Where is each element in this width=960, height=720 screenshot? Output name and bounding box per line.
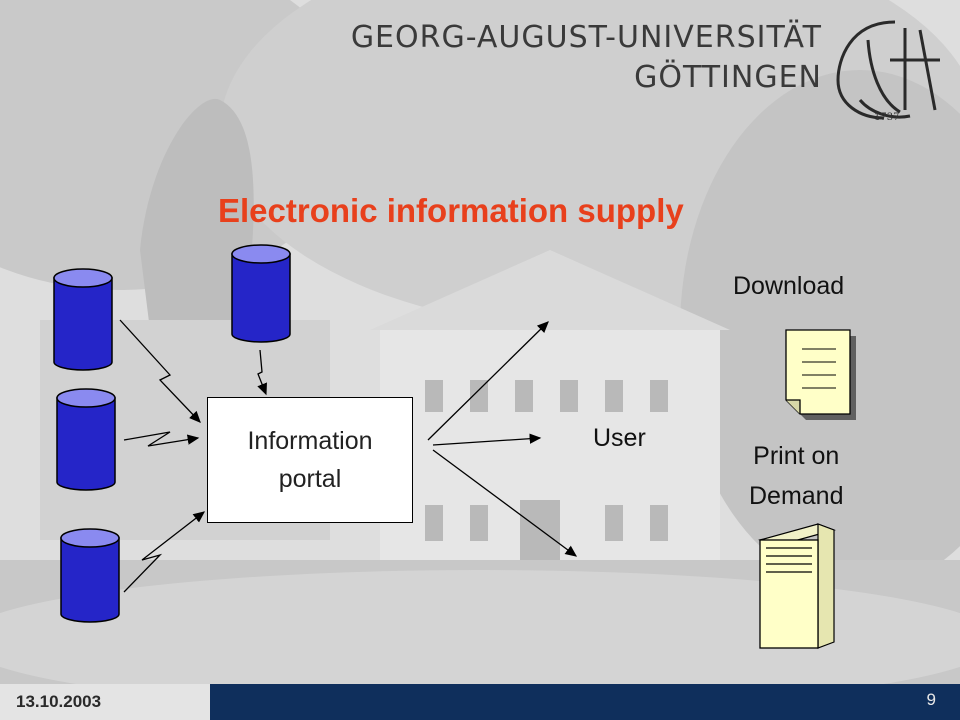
portal-label-line2: portal bbox=[278, 465, 342, 493]
pod-label-line2: Demand bbox=[749, 482, 844, 510]
page-number: 9 bbox=[926, 690, 936, 709]
database-icon-2 bbox=[231, 244, 291, 343]
seal-year-text: 1737 bbox=[874, 112, 899, 123]
information-portal-box: Information portal bbox=[207, 397, 413, 523]
footer-bar: 9 bbox=[210, 684, 960, 720]
slide-title: Electronic information supply bbox=[218, 192, 684, 229]
database-icon-3 bbox=[56, 388, 116, 491]
arrow-db2-to-portal bbox=[257, 349, 267, 396]
printer-icon bbox=[758, 523, 836, 649]
pod-label-line1: Print on bbox=[753, 442, 840, 470]
footer-date: 13.10.2003 bbox=[0, 684, 210, 720]
university-name-line2: GÖTTINGEN bbox=[634, 60, 822, 95]
arrow-portal-to-print bbox=[432, 449, 578, 557]
arrow-db3-to-portal bbox=[123, 431, 200, 447]
document-icon bbox=[785, 329, 856, 420]
university-name-line1: GEORG-AUGUST-UNIVERSITÄT bbox=[350, 20, 822, 55]
portal-label-line1: Information bbox=[247, 427, 373, 455]
database-icon-1 bbox=[53, 268, 113, 371]
arrow-portal-to-download bbox=[427, 321, 549, 441]
arrow-db1-to-portal bbox=[119, 319, 201, 423]
arrow-db4-to-portal bbox=[123, 511, 206, 593]
user-label: User bbox=[593, 424, 646, 452]
database-icon-4 bbox=[60, 528, 120, 623]
arrow-portal-to-user bbox=[432, 433, 542, 446]
print-on-demand-label: Print on Demand bbox=[749, 436, 844, 516]
download-label: Download bbox=[733, 272, 845, 300]
